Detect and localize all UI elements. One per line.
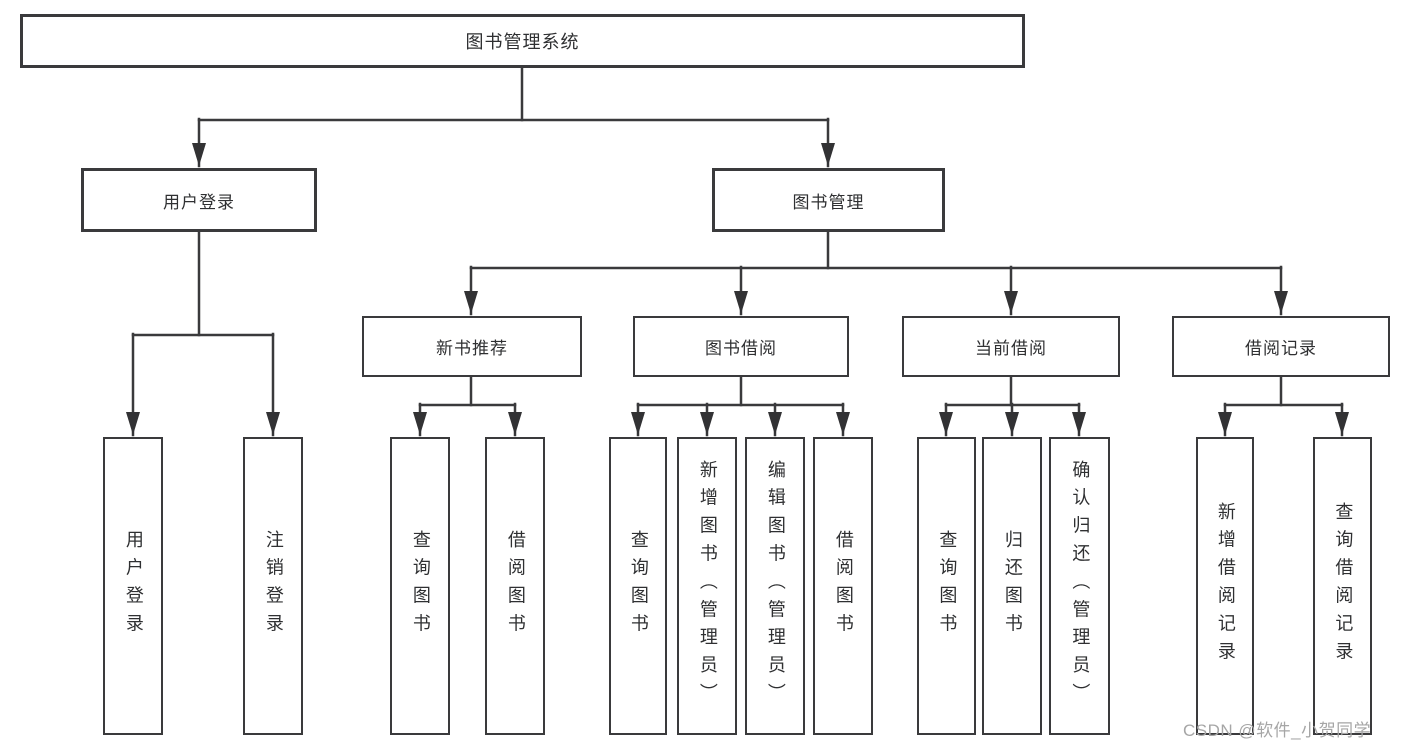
leaf-add-borrow-record: 新增借阅记录 [1196,437,1254,735]
node-book-borrowing: 图书借阅 [633,316,849,377]
leaf-logout: 注销登录 [243,437,303,735]
leaf-borrow-books-recommend: 借阅图书 [485,437,545,735]
node-label: 新增借阅记录 [1215,502,1236,670]
leaf-borrow-books: 借阅图书 [813,437,873,735]
leaf-user-login: 用户登录 [103,437,163,735]
leaf-query-books-borrow: 查询图书 [609,437,667,735]
node-label: 编辑图书（管理员） [765,460,786,712]
node-label: 新书推荐 [436,339,508,358]
node-label: 查询图书 [410,530,431,642]
leaf-query-borrow-record: 查询借阅记录 [1313,437,1372,735]
node-label: 图书借阅 [705,339,777,358]
node-label: 当前借阅 [975,339,1047,358]
node-label: 归还图书 [1002,530,1023,642]
leaf-add-books-admin: 新增图书（管理员） [677,437,737,735]
node-label: 借阅图书 [505,530,526,642]
node-label: 用户登录 [163,192,235,212]
node-label: 图书管理系统 [465,32,580,52]
leaf-return-books: 归还图书 [982,437,1042,735]
node-borrowing-records: 借阅记录 [1172,316,1390,377]
node-root: 图书管理系统 [20,14,1025,68]
node-label: 查询图书 [628,530,649,642]
leaf-confirm-return-admin: 确认归还（管理员） [1049,437,1110,735]
watermark: CSDN @软件_小贺同学 [1183,721,1372,740]
node-book-management: 图书管理 [712,168,945,232]
node-user-login: 用户登录 [81,168,317,232]
node-label: 借阅图书 [833,530,854,642]
node-label: 借阅记录 [1245,339,1317,358]
leaf-query-books-recommend: 查询图书 [390,437,450,735]
node-label: 图书管理 [792,192,865,212]
leaf-edit-books-admin: 编辑图书（管理员） [745,437,805,735]
leaf-query-books-current: 查询图书 [917,437,976,735]
node-label: 用户登录 [123,530,144,642]
node-label: 查询图书 [937,530,958,642]
node-current-borrowing: 当前借阅 [902,316,1120,377]
node-new-book-recommendation: 新书推荐 [362,316,582,377]
node-label: 新增图书（管理员） [697,460,718,712]
node-label: 查询借阅记录 [1333,502,1354,670]
node-label: 注销登录 [263,530,284,642]
node-label: 确认归还（管理员） [1070,460,1091,712]
